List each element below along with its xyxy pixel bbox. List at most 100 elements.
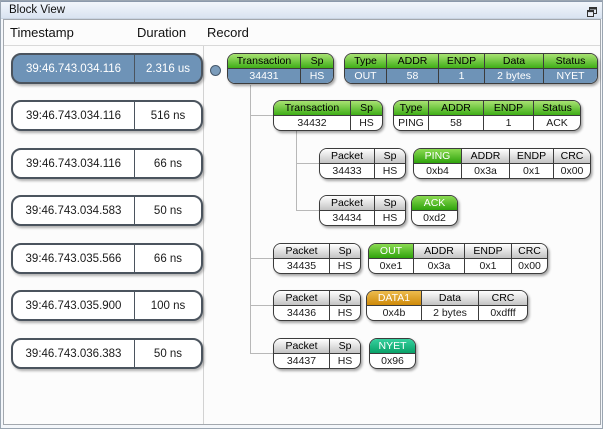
timestamp-row-1[interactable]: 39:46.743.034.116 2.316 us <box>11 53 203 84</box>
column-header-timestamp: Timestamp <box>10 25 74 40</box>
column-header-duration: Duration <box>137 25 187 40</box>
block-value-cell: 2 bytes <box>422 306 479 320</box>
block-value-cell: HS <box>382 212 398 224</box>
timestamp-row-4[interactable]: 39:46.743.034.583 50 ns <box>11 195 203 226</box>
block-header-cell: Data <box>485 54 544 68</box>
block-header-cell: PING <box>414 149 462 163</box>
block-header-cell: Packet <box>274 244 330 258</box>
block-value-cell: HS <box>337 260 353 272</box>
block-value-cell: HS <box>337 355 353 367</box>
block-header-cell: Transaction <box>274 101 351 115</box>
panel-title: Block View <box>9 4 66 16</box>
block-value-cell: 0x3a <box>462 164 510 178</box>
timestamp-value: 39:46.743.034.116 <box>13 150 135 177</box>
packet-fields-block-34434[interactable]: ACK 0xd2 <box>411 195 458 226</box>
block-header-cell: Packet <box>274 291 330 305</box>
block-value-cell: 34434 <box>320 211 375 225</box>
block-value-cell: 1 <box>439 69 485 83</box>
duration-value: 66 ns <box>153 157 183 170</box>
block-value-cell: 34437 <box>274 354 330 368</box>
packet-block-34435[interactable]: Packet Sp 34435 HS <box>273 243 361 274</box>
packet-fields-block-34436[interactable]: DATA1 Data CRC 0x4b 2 bytes 0xdfff <box>366 290 528 321</box>
block-header-cell: Transaction <box>228 54 301 68</box>
block-header-cell: Sp <box>330 244 360 258</box>
timestamp-row-2[interactable]: 39:46.743.034.116 516 ns <box>11 100 203 131</box>
block-header-cell: Packet <box>320 196 375 210</box>
block-header-cell: Status <box>534 101 580 115</box>
block-header-cell: Status <box>544 54 597 68</box>
block-value-cell: 0x1 <box>510 164 554 178</box>
block-header-cell: ADDR <box>387 54 439 68</box>
block-header-cell: Data <box>422 291 479 305</box>
block-value-cell: 0x3a <box>414 259 465 273</box>
block-header-cell: Sp <box>330 339 360 353</box>
duration-value: 2.316 us <box>145 62 191 75</box>
block-value-cell: HS <box>337 307 353 319</box>
block-header-cell: Sp <box>301 54 333 68</box>
record-column-divider <box>203 46 204 424</box>
packet-block-34436[interactable]: Packet Sp 34436 HS <box>273 290 361 321</box>
block-value-cell: HS <box>382 165 398 177</box>
tree-stub-34436 <box>250 305 273 306</box>
packet-block-34434[interactable]: Packet Sp 34434 HS <box>319 195 406 226</box>
block-value-cell: 34436 <box>274 306 330 320</box>
tree-trunk-transaction-34431 <box>250 85 251 353</box>
transaction-block-34431[interactable]: Transaction Sp 34431 HS <box>227 53 334 84</box>
block-value-cell: 1 <box>484 116 534 130</box>
packet-fields-block-34433[interactable]: PING ADDR ENDP CRC 0xb4 0x3a 0x1 0x00 <box>413 148 591 179</box>
timestamp-row-5[interactable]: 39:46.743.035.566 66 ns <box>11 243 203 274</box>
block-header-cell: OUT <box>369 244 414 258</box>
packet-fields-block-34435[interactable]: OUT ADDR ENDP CRC 0xe1 0x3a 0x1 0x00 <box>368 243 548 274</box>
header-divider <box>4 45 600 46</box>
block-header-cell: Packet <box>274 339 330 353</box>
timestamp-value: 39:46.743.034.116 <box>13 55 135 82</box>
block-value-cell: 34432 <box>274 116 351 130</box>
block-value-cell: 34435 <box>274 259 330 273</box>
duration-value: 100 ns <box>150 299 186 312</box>
tree-stub-34437 <box>250 353 273 354</box>
block-header-cell: Sp <box>375 196 405 210</box>
block-header-cell: Packet <box>320 149 375 163</box>
block-header-cell: Type <box>345 54 387 68</box>
block-value-cell: 0xd2 <box>423 212 446 224</box>
record-bullet-icon <box>210 65 221 76</box>
block-value-cell: HS <box>309 70 325 82</box>
block-header-cell: CRC <box>554 149 590 163</box>
timestamp-value: 39:46.743.035.900 <box>13 292 135 319</box>
block-header-cell: NYET <box>370 339 415 353</box>
block-header-cell: ACK <box>412 196 457 210</box>
block-value-cell: 0x96 <box>381 355 404 367</box>
block-value-cell: ACK <box>546 117 568 129</box>
block-value-cell: 2 bytes <box>485 69 544 83</box>
packet-fields-block-34437[interactable]: NYET 0x96 <box>369 338 416 369</box>
transaction-block-34432[interactable]: Transaction Sp 34432 HS <box>273 100 383 131</box>
timestamp-row-7[interactable]: 39:46.743.036.383 50 ns <box>11 338 203 369</box>
block-value-cell: HS <box>359 117 374 129</box>
block-value-cell: 0x4b <box>367 306 422 320</box>
block-value-cell: 0x00 <box>560 165 584 177</box>
block-value-cell: 58 <box>387 69 439 83</box>
title-bar: Block View <box>1 1 602 19</box>
block-header-cell: Sp <box>375 149 405 163</box>
timestamp-row-3[interactable]: 39:46.743.034.116 66 ns <box>11 148 203 179</box>
packet-block-34437[interactable]: Packet Sp 34437 HS <box>273 338 361 369</box>
tree-trunk-transaction-34432 <box>296 131 297 210</box>
block-header-cell: ADDR <box>414 244 465 258</box>
timestamp-value: 39:46.743.034.583 <box>13 197 135 224</box>
float-window-icon[interactable] <box>586 5 598 17</box>
packet-block-34433[interactable]: Packet Sp 34433 HS <box>319 148 406 179</box>
tree-stub-34433 <box>296 163 319 164</box>
transaction-fields-block-34432[interactable]: Type ADDR ENDP Status PING 58 1 ACK <box>393 100 581 131</box>
block-value-cell: 0xdfff <box>490 307 516 319</box>
block-header-cell: ENDP <box>439 54 485 68</box>
tree-stub-34432 <box>250 115 273 116</box>
timestamp-row-6[interactable]: 39:46.743.035.900 100 ns <box>11 290 203 321</box>
tree-stub-34434 <box>296 210 319 211</box>
block-value-cell: 0x1 <box>465 259 512 273</box>
tree-stub-34435 <box>250 258 273 259</box>
transaction-fields-block-34431[interactable]: Type ADDR ENDP Data Status OUT 58 1 2 by… <box>344 53 598 84</box>
timestamp-value: 39:46.743.034.116 <box>13 102 135 129</box>
block-value-cell: 0x00 <box>518 260 541 272</box>
block-value-cell: 58 <box>429 116 484 130</box>
